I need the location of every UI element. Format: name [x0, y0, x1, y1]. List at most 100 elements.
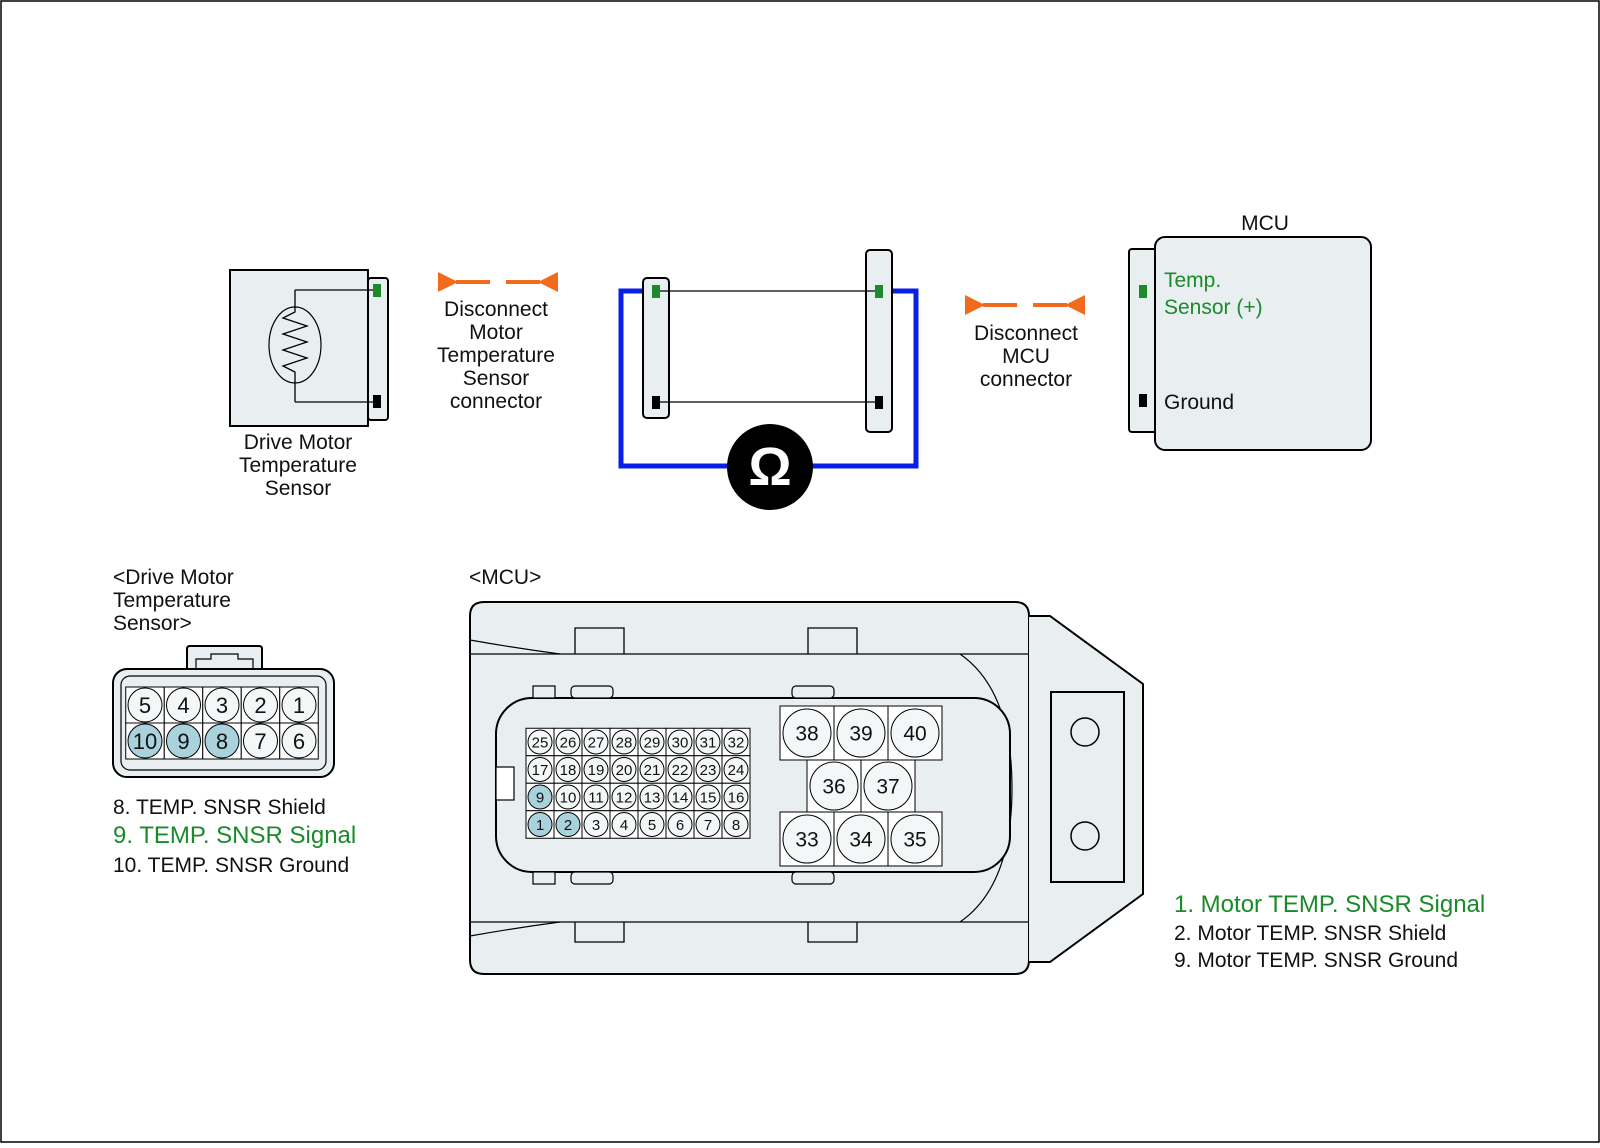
harness-test: Ω	[618, 249, 919, 510]
mcu-lever-plate	[1050, 691, 1125, 883]
pin-1: 1	[525, 810, 555, 839]
mcu-temp-label: Sensor (+)	[1164, 296, 1263, 319]
svg-text:14: 14	[672, 789, 689, 806]
svg-text:32: 32	[728, 734, 745, 751]
mcu-body	[1154, 236, 1372, 451]
pin-40: 40	[887, 705, 943, 761]
lever-hole	[1070, 717, 1100, 747]
svg-text:27: 27	[588, 734, 605, 751]
pin-7: 7	[693, 810, 723, 839]
pin-23: 23	[693, 755, 723, 784]
svg-text:37: 37	[876, 776, 899, 799]
pin-25: 25	[525, 727, 555, 757]
pin-2: 2	[240, 686, 281, 724]
mcu-legend-item: 9. Motor TEMP. SNSR Ground	[1174, 949, 1458, 972]
pin-24: 24	[721, 755, 751, 784]
sensor-label-line: Sensor	[265, 477, 332, 500]
mcu-temp-label: Temp.	[1164, 269, 1221, 292]
disconnect-sensor-line: Temperature	[437, 344, 555, 367]
svg-text:2: 2	[564, 817, 572, 834]
svg-text:8: 8	[732, 817, 740, 834]
pin-3: 3	[202, 686, 242, 724]
disconnect-mcu-line: Disconnect	[974, 322, 1078, 345]
sensor-connector-latch	[186, 645, 263, 672]
svg-text:6: 6	[676, 817, 684, 834]
meter-lead-right	[810, 288, 919, 469]
pin-3: 3	[581, 810, 611, 839]
svg-text:26: 26	[560, 734, 577, 751]
mcu-title: MCU	[1241, 212, 1289, 235]
svg-text:7: 7	[254, 729, 266, 754]
svg-text:36: 36	[822, 776, 845, 799]
mcu-block: MCU Temp. Sensor (+) Ground	[1128, 212, 1372, 451]
svg-text:31: 31	[700, 734, 717, 751]
svg-text:5: 5	[139, 693, 151, 718]
svg-text:2: 2	[254, 693, 266, 718]
sensor-legend-item: 8. TEMP. SNSR Shield	[113, 796, 326, 819]
svg-text:39: 39	[849, 723, 872, 746]
mcu-ground-label: Ground	[1164, 391, 1234, 414]
sensor-signal-terminal	[373, 284, 381, 297]
pin-18: 18	[553, 755, 583, 784]
svg-text:29: 29	[644, 734, 661, 751]
pin-29: 29	[637, 727, 667, 757]
pin-20: 20	[609, 755, 639, 784]
pin-21: 21	[637, 755, 667, 784]
sensor-legend-item: 9. TEMP. SNSR Signal	[113, 822, 356, 849]
mcu-legend-item: 1. Motor TEMP. SNSR Signal	[1174, 891, 1485, 918]
svg-text:8: 8	[216, 729, 228, 754]
pin-10: 10	[125, 722, 165, 760]
pin-35: 35	[887, 811, 943, 867]
pin-19: 19	[581, 755, 611, 784]
lever-hole	[1070, 821, 1100, 851]
pin-39: 39	[833, 705, 889, 761]
ohm-symbol: Ω	[748, 437, 791, 497]
svg-text:17: 17	[532, 762, 549, 779]
ohmmeter-icon	[727, 424, 813, 510]
disconnect-mcu-note: Disconnect MCU connector	[965, 295, 1085, 391]
svg-text:30: 30	[672, 734, 689, 751]
svg-text:13: 13	[644, 789, 661, 806]
pin-27: 27	[581, 727, 611, 757]
svg-text:21: 21	[644, 762, 661, 779]
svg-text:24: 24	[728, 762, 745, 779]
pin-31: 31	[693, 727, 723, 757]
svg-text:1: 1	[293, 693, 305, 718]
svg-text:3: 3	[216, 693, 228, 718]
disconnect-mcu-line: MCU	[1002, 345, 1050, 368]
pin-4: 4	[609, 810, 639, 839]
pin-9: 9	[525, 782, 555, 812]
pin-34: 34	[833, 811, 889, 867]
pin-32: 32	[721, 727, 751, 757]
sensor-ground-terminal	[373, 395, 381, 408]
mcu-legend: 1. Motor TEMP. SNSR Signal 2. Motor TEMP…	[1174, 891, 1485, 972]
pin-22: 22	[665, 755, 695, 784]
pin-13: 13	[637, 782, 667, 812]
pin-5: 5	[637, 810, 667, 839]
pin-12: 12	[609, 782, 639, 812]
harness-connector-right	[865, 249, 893, 433]
sensor-label-line: Temperature	[239, 454, 357, 477]
svg-text:23: 23	[700, 762, 717, 779]
pin-2: 2	[553, 810, 583, 839]
svg-text:25: 25	[532, 734, 549, 751]
svg-text:11: 11	[588, 789, 604, 806]
svg-text:1: 1	[536, 817, 544, 834]
svg-text:34: 34	[849, 829, 873, 852]
disconnect-sensor-note: Disconnect Motor Temperature Sensor conn…	[437, 272, 558, 413]
disconnect-sensor-line: connector	[450, 390, 542, 413]
svg-text:9: 9	[536, 789, 544, 806]
svg-text:16: 16	[728, 789, 745, 806]
pin-11: 11	[581, 782, 611, 812]
pin-33: 33	[779, 811, 835, 867]
pin-7: 7	[240, 722, 281, 760]
svg-text:19: 19	[588, 762, 605, 779]
temperature-sensor-block: Drive Motor Temperature Sensor	[229, 269, 389, 500]
